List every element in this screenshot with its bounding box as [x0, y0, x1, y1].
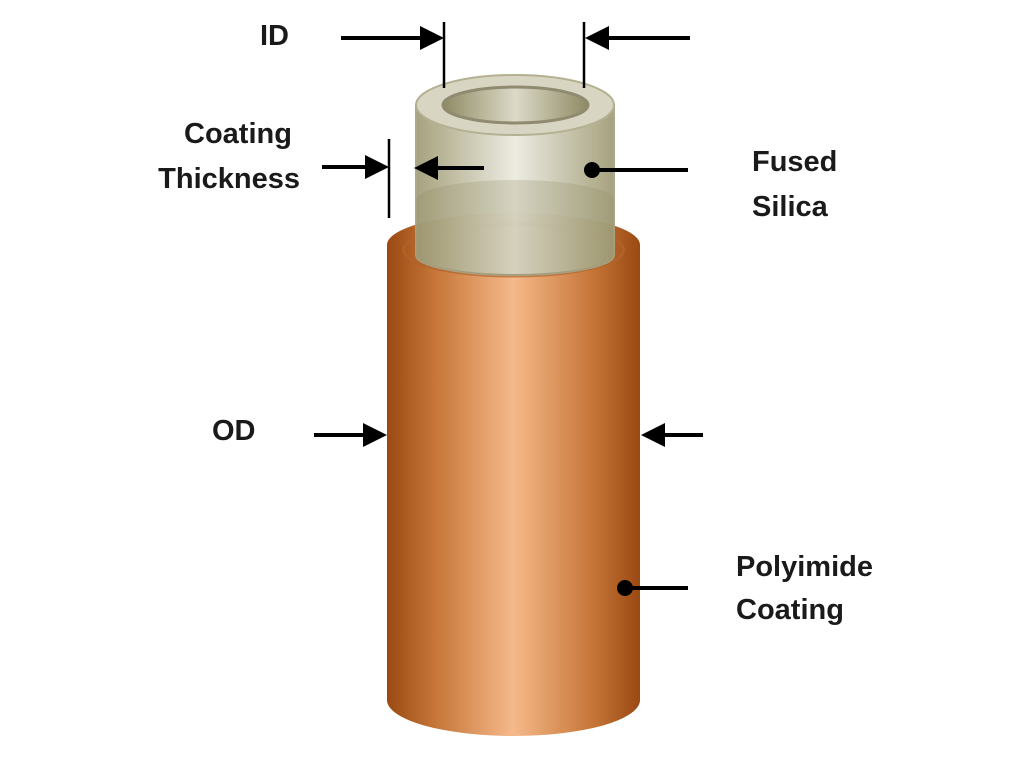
coating-thickness-dimension [322, 139, 484, 218]
id-dimension [341, 22, 690, 88]
fused-silica-callout [584, 162, 688, 178]
polyimide-coating-label: Polyimide Coating [736, 551, 881, 626]
fused-silica-label: Fused Silica [752, 146, 845, 223]
coating-thickness-label: Coating Thickness [158, 118, 300, 195]
polyimide-coating-cylinder [387, 213, 641, 736]
fused-silica-tube [415, 74, 615, 276]
od-label: OD [212, 415, 256, 447]
id-label: ID [260, 20, 289, 52]
polyimide-coating-callout [617, 580, 688, 596]
